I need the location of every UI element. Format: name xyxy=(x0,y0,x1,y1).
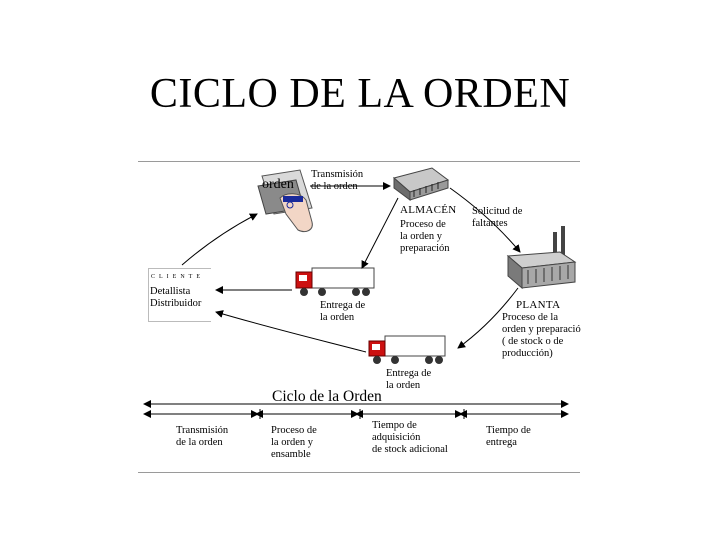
client-box xyxy=(148,268,211,322)
cycle-title: Ciclo de la Orden xyxy=(272,388,382,405)
arrow-client-to-order xyxy=(181,213,258,266)
delivery-truck-icon xyxy=(295,267,375,296)
planta-label: PLANTA xyxy=(516,299,561,311)
cliente-header: CLIENTE xyxy=(151,274,204,280)
top-divider xyxy=(138,161,580,162)
delivery-truck-icon xyxy=(368,335,446,364)
order-form-icon xyxy=(257,169,313,233)
plant-icon xyxy=(506,226,577,290)
arrow-truck-to-client-2 xyxy=(215,310,367,353)
warehouse-icon xyxy=(392,167,450,201)
almacen-label: ALMACÉN xyxy=(400,204,457,216)
order-icon-label: orden xyxy=(262,177,294,192)
arrow-warehouse-to-truck xyxy=(361,197,399,269)
arrow-shortage-request xyxy=(449,187,521,253)
arrow-plant-to-truck xyxy=(457,287,519,349)
bottom-divider xyxy=(138,472,580,473)
page-title: CICLO DE LA ORDEN xyxy=(149,71,571,117)
